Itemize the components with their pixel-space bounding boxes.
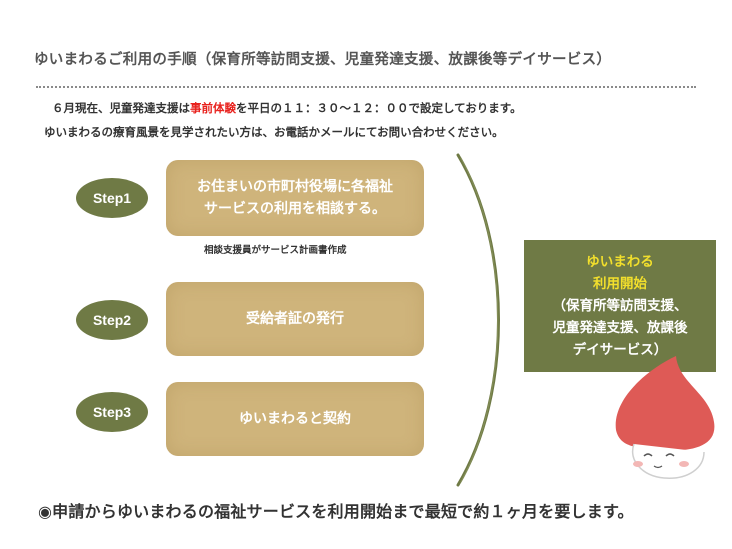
- step1-box: お住まいの市町村役場に各福祉 サービスの利用を相談する。: [166, 160, 424, 236]
- service-line-4: 児童発達支援、放課後: [552, 320, 688, 336]
- notice-line-1: ６月現在、児童発達支援は事前体験を平日の１１：３０〜１２：００で設定しております…: [52, 100, 522, 116]
- mascot-illustration: [615, 356, 715, 479]
- step3-badge: Step3: [76, 392, 148, 432]
- step1-text-line-1: お住まいの市町村役場に各福祉: [197, 179, 393, 195]
- step2-text-line-1: 受給者証の発行: [246, 311, 344, 327]
- step1-note: 相談支援員がサービス計画書作成: [204, 245, 347, 256]
- step2-box: 受給者証の発行: [166, 282, 424, 356]
- step3-box: ゆいまわると契約: [166, 382, 424, 456]
- service-line-3: （保育所等訪問支援、: [552, 298, 688, 314]
- page-title: ゆいまわるご利用の手順（保育所等訪問支援、児童発達支援、放課後等デイサービス）: [34, 52, 612, 68]
- notice-line-1-after: を平日の１１：３０〜１２：００で設定しております。: [236, 101, 522, 115]
- service-start-box: ゆいまわる 利用開始 （保育所等訪問支援、 児童発達支援、放課後 デイサービス）: [524, 240, 716, 372]
- dotted-divider: [36, 86, 696, 88]
- step1-badge: Step1: [76, 178, 148, 218]
- notice-line-1-before: ６月現在、児童発達支援は: [52, 101, 190, 115]
- notice-highlight: 事前体験: [190, 101, 236, 115]
- service-line-1: ゆいまわる: [586, 254, 654, 270]
- bracket-arc: [456, 153, 500, 487]
- service-line-5: デイサービス）: [572, 342, 668, 358]
- step1-text-line-2: サービスの利用を相談する。: [204, 201, 386, 217]
- service-line-2: 利用開始: [593, 276, 647, 292]
- step2-badge: Step2: [76, 300, 148, 340]
- footer-note: ◉申請からゆいまわるの福祉サービスを利用開始まで最短で約１ヶ月を要します。: [38, 502, 634, 521]
- notice-line-2: ゆいまわるの療育風景を見学されたい方は、お電話かメールにてお問い合わせください。: [44, 125, 504, 139]
- step3-text-line-1: ゆいまわると契約: [239, 411, 351, 427]
